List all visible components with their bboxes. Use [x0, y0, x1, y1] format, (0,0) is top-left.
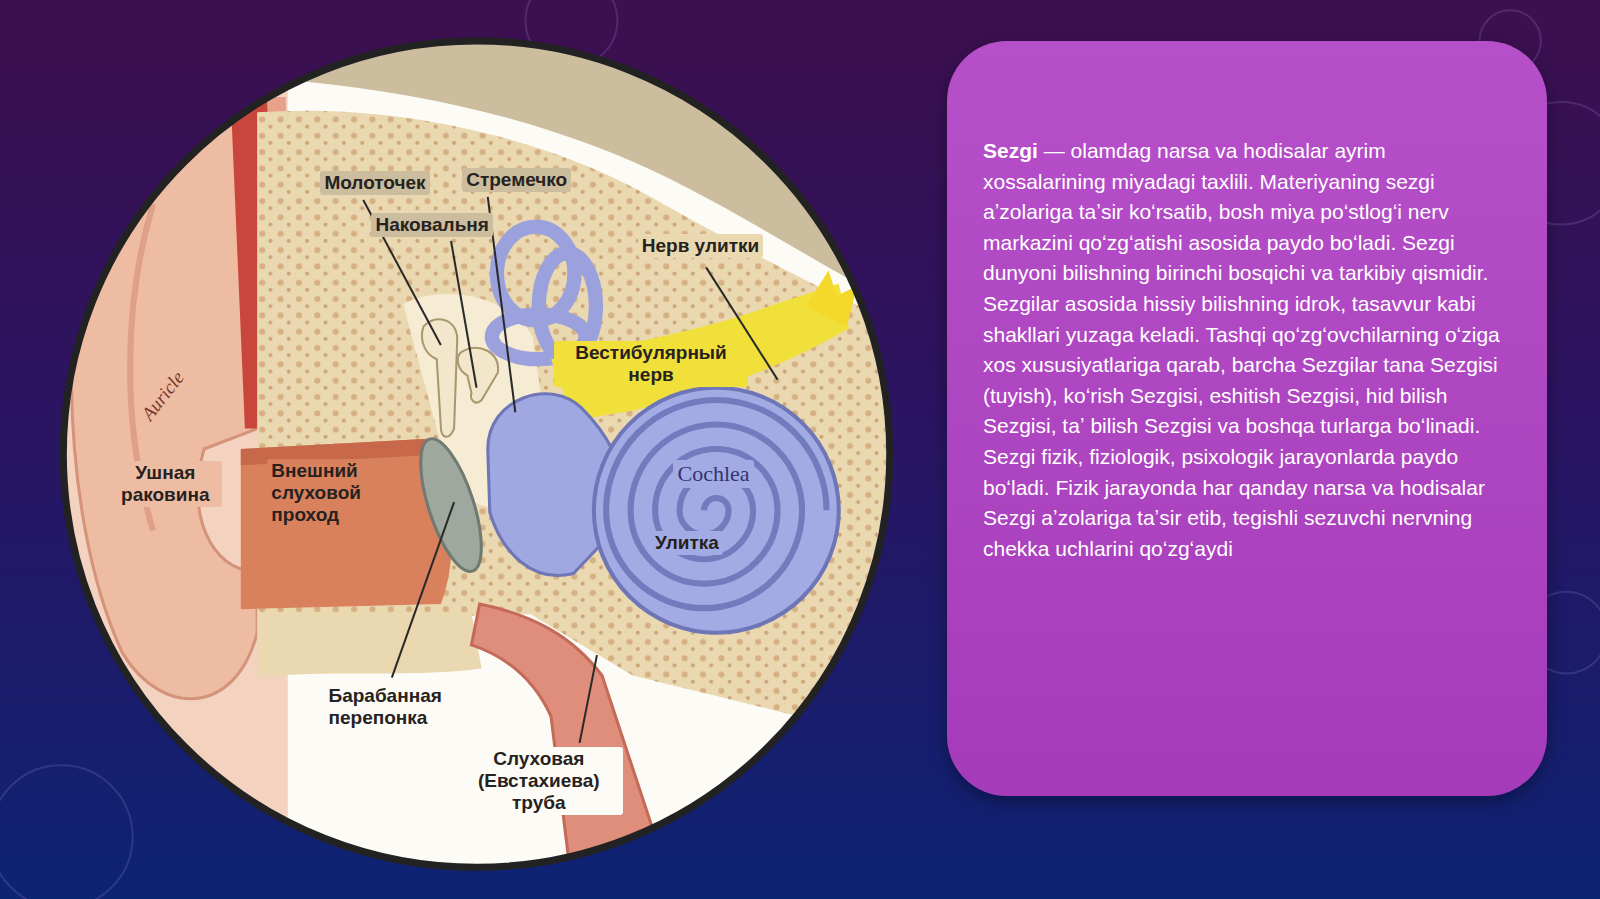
malleus — [422, 319, 457, 437]
cochlea-shape — [594, 388, 839, 633]
auricle-shape — [71, 122, 257, 698]
semicircular-canals — [492, 227, 596, 360]
part-label: Слуховая (Евстахиева) труба — [455, 747, 623, 815]
part-label: Молоточек — [320, 171, 429, 195]
leader-lines — [363, 197, 777, 743]
part-label: Нерв улитки — [638, 234, 763, 258]
ear-cross-section — [51, 31, 918, 898]
part-label: Улитка — [651, 531, 723, 555]
part-label: Auricle — [134, 363, 192, 428]
part-label: Cochlea — [673, 460, 753, 488]
cochlea-spiral — [606, 400, 826, 608]
lower-bone — [257, 612, 481, 678]
part-label: Стремечко — [462, 168, 571, 192]
eardrum — [408, 432, 494, 578]
part-label: Вестибулярный нерв — [554, 341, 748, 387]
part-label: Барабанная перепонка — [324, 684, 477, 730]
incus — [458, 348, 498, 402]
part-label: Наковальня — [371, 213, 492, 237]
part-label: Внешний слуховой проход — [267, 459, 391, 527]
panel-heading: Sezgi — [983, 139, 1038, 162]
ground — [51, 31, 908, 878]
text-panel: Sezgi— olamdag narsa va hodisalar ayrim … — [947, 41, 1547, 796]
frame-circle — [63, 41, 890, 868]
part-label: Ушная раковина — [108, 461, 222, 507]
panel-body: — olamdag narsa va hodisalar ayrim xossa… — [983, 139, 1500, 560]
